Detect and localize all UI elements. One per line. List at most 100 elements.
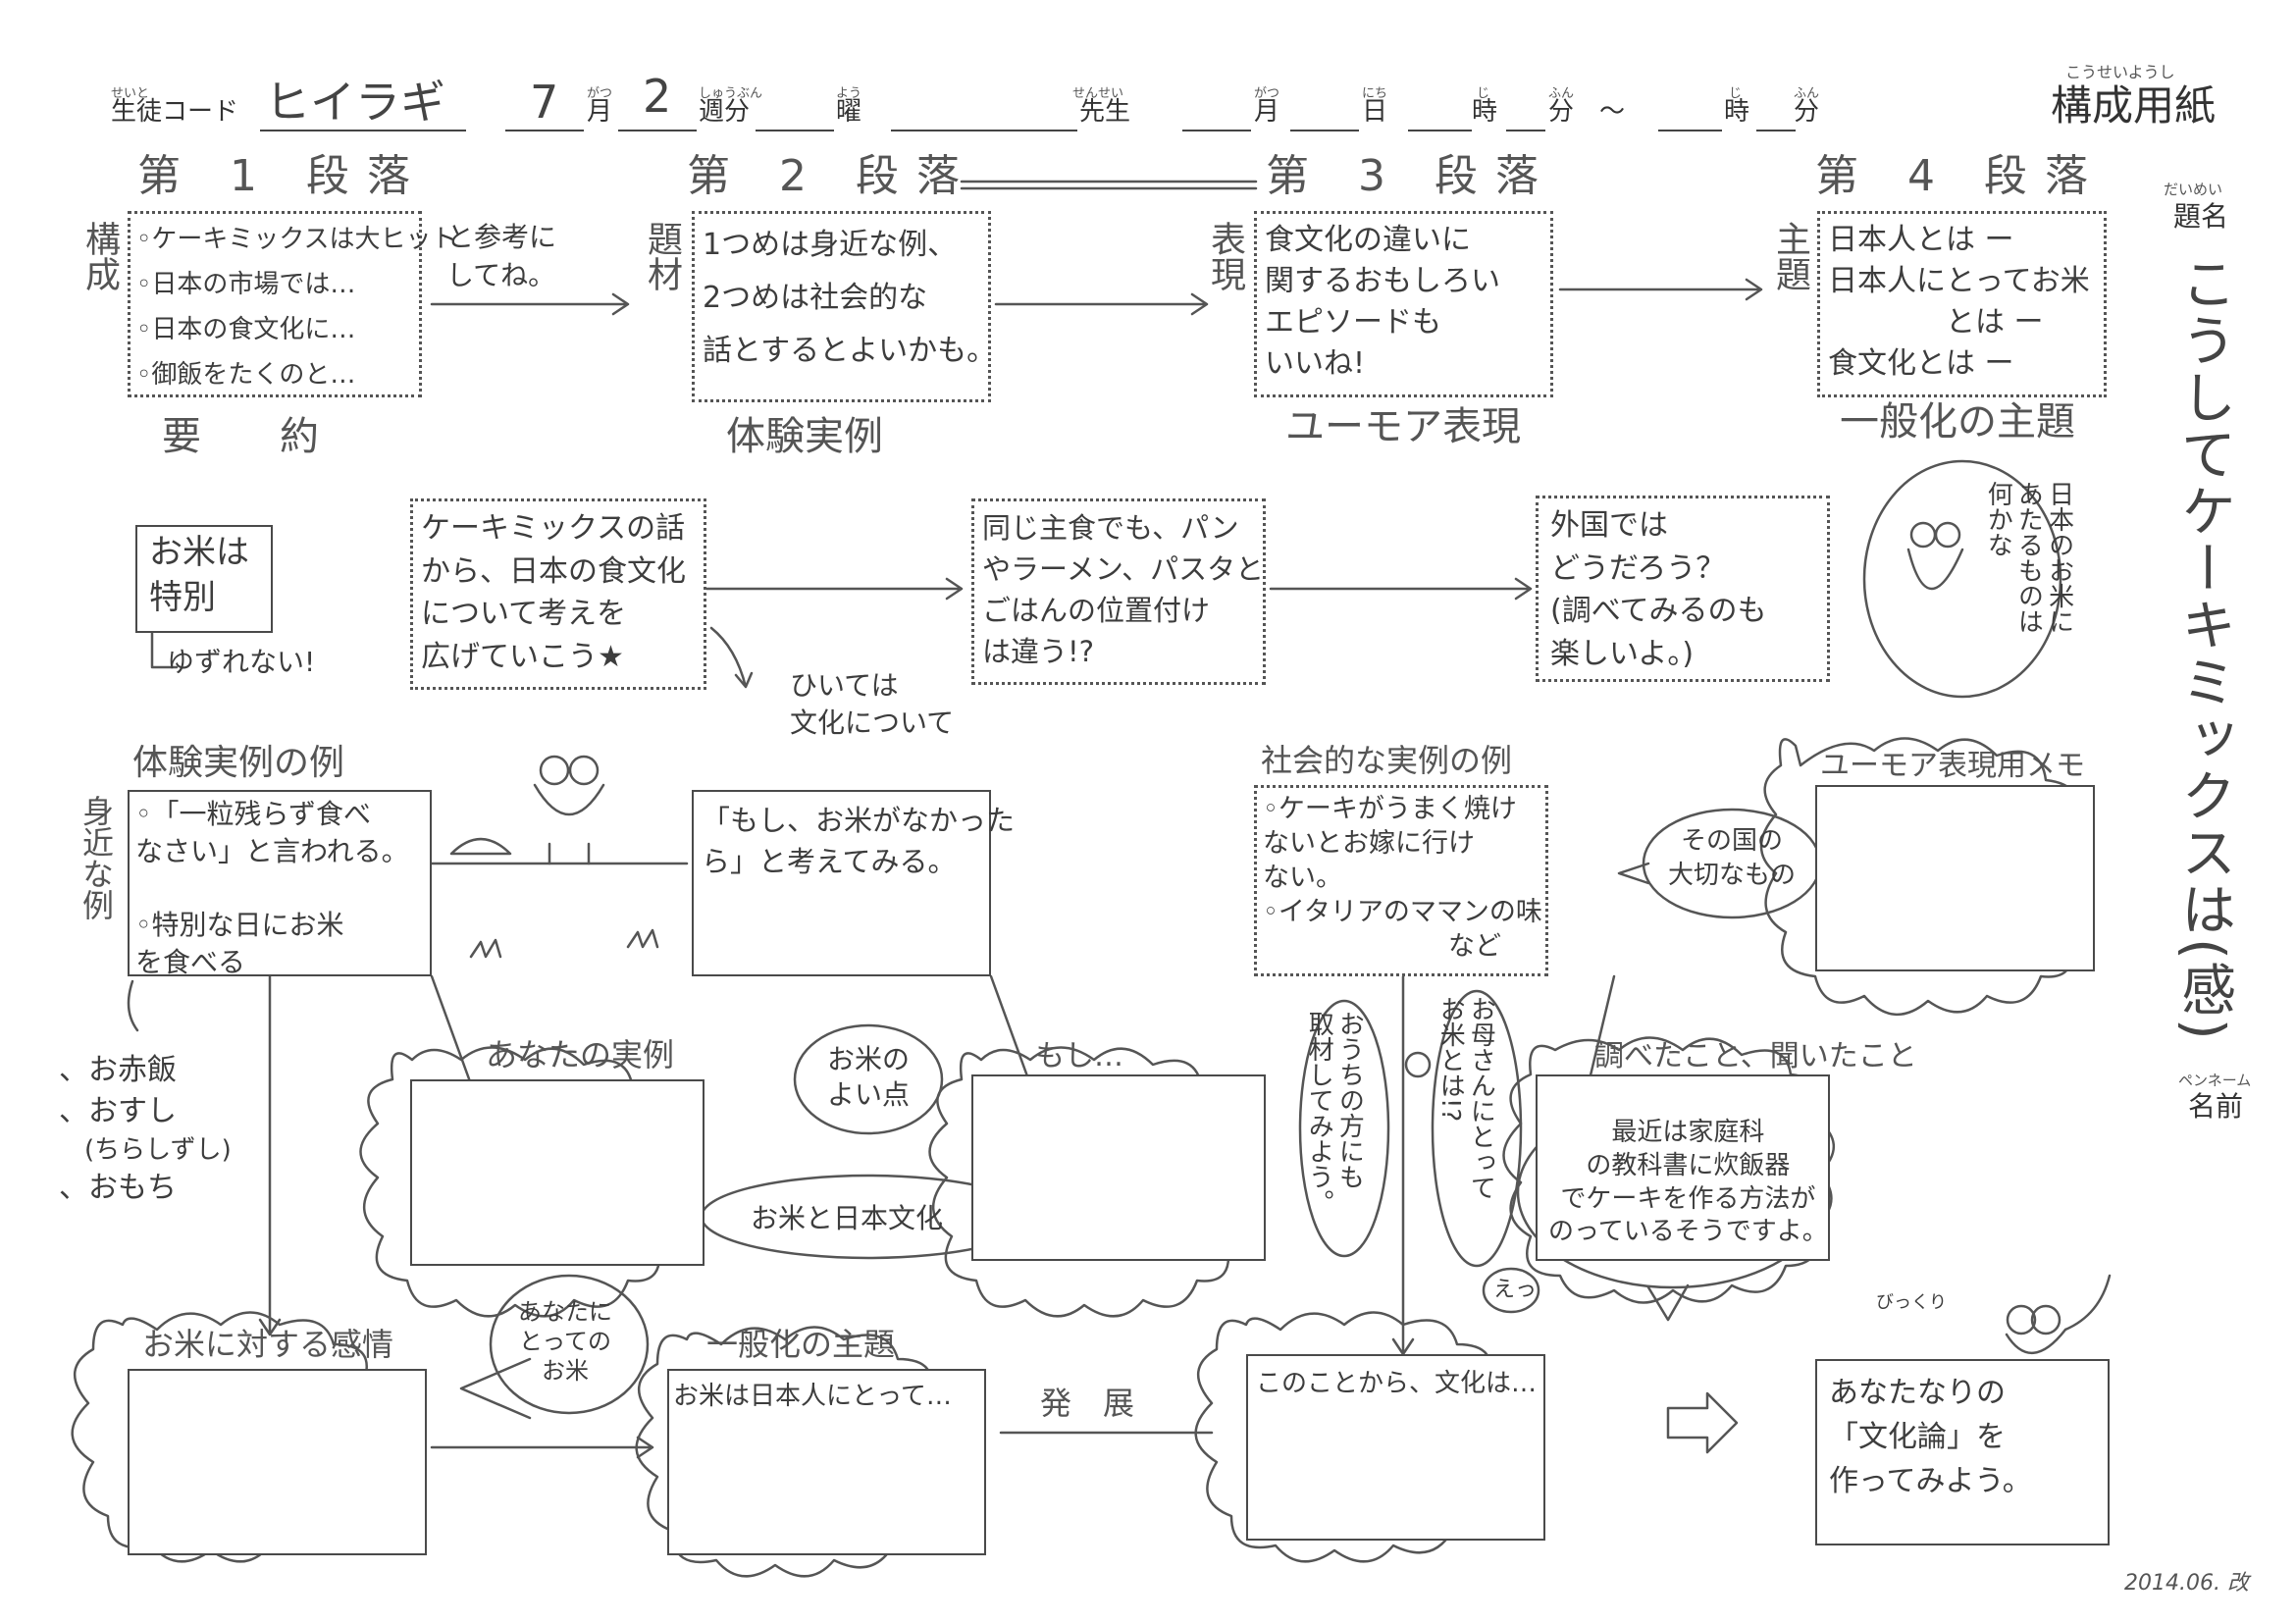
paragraph-2-line-1: 1つめは身近な例、 <box>703 228 958 262</box>
paragraph-2-side-label: 題材 <box>642 221 682 291</box>
rice-special-box: お米は 特別 <box>135 525 273 633</box>
date-day-ruby: にち <box>1362 86 1388 101</box>
form-title-ruby: こうせいようし <box>2065 63 2175 81</box>
student-code-value[interactable]: ヒイラギ <box>265 76 445 129</box>
your-example-box[interactable] <box>410 1079 704 1266</box>
date-month-label: 月 <box>1254 97 1280 127</box>
humor-memo-title: ユーモア表現用メモ <box>1820 749 2085 783</box>
week-value[interactable]: 2 <box>643 70 672 123</box>
interview-family-bubble: おうちの方にも 取材してみよう。 <box>1304 1011 1365 1215</box>
rice-for-you-bubble: あなたに とっての お米 <box>518 1298 612 1385</box>
your-example-label: あなたの実例 <box>486 1036 675 1073</box>
if-no-rice-text: 「もし、お米がなかった ら」と考えてみる。 <box>702 804 1016 879</box>
teacher-underline <box>891 130 1077 131</box>
paragraph-3-line-4: いいね! <box>1265 346 1366 381</box>
student-code-ruby: せいと <box>111 86 150 101</box>
generalized-theme-label: 一般化の主題 <box>706 1326 896 1363</box>
rice-feeling-box[interactable] <box>128 1369 427 1555</box>
paragraph-1-line-4: ◦御飯をたくのと… <box>136 360 356 390</box>
form-title: 構成用紙 <box>2051 81 2217 130</box>
end-hour-underline <box>1658 130 1722 131</box>
staple-food-text: 同じ主食でも、パン やラーメン、パスタと ごはんの位置付け は違う!? <box>982 511 1265 669</box>
surprise-note: びっくり <box>1876 1292 1947 1313</box>
paragraph-1-caption: 要 約 <box>162 414 319 459</box>
if-box[interactable] <box>971 1074 1266 1261</box>
abroad-box[interactable]: 外国では どうだろう？ (調べてみるのも 楽しいよ。) <box>1536 496 1830 682</box>
generalized-theme-text: お米は日本人にとって… <box>673 1382 952 1411</box>
humor-memo-box[interactable] <box>1815 785 2095 971</box>
paragraph-3-title: 第 3 段落 <box>1266 151 1556 201</box>
staple-food-box[interactable]: 同じ主食でも、パン やラーメン、パスタと ごはんの位置付け は違う!? <box>971 498 1266 685</box>
end-min-label: 分 <box>1794 97 1820 127</box>
title-ruby: だいめい <box>2164 181 2223 198</box>
start-hour-ruby: じ <box>1477 86 1490 101</box>
start-min-underline <box>1506 130 1545 131</box>
paragraph-1-side-label: 構成 <box>79 221 120 291</box>
week-ruby: しゅうぶん <box>699 86 763 101</box>
end-min-underline <box>1756 130 1796 131</box>
paragraph-1-line-2: ◦日本の市場では… <box>136 270 356 299</box>
culture-theory-text: あなたなりの 「文化論」を 作ってみよう。 <box>1829 1376 2032 1498</box>
paragraph-3-line-3: エピソードも <box>1265 305 1441 340</box>
experience-side-label: 身近な例 <box>78 795 115 920</box>
paragraph-3-side-label: 表現 <box>1205 221 1245 291</box>
culture-theory-box[interactable]: あなたなりの 「文化論」を 作ってみよう。 <box>1815 1359 2110 1545</box>
paragraph-4-title: 第 4 段落 <box>1815 151 2106 201</box>
frog-question-bubble: 日本のお米に あたるものは 何かな <box>1983 481 2074 634</box>
title-label: 題名 <box>2173 200 2229 233</box>
date-day-underline <box>1290 130 1359 131</box>
paragraph-2-title: 第 2 段落 <box>687 151 977 201</box>
end-hour-label: 時 <box>1724 97 1750 127</box>
paragraph-3-box[interactable]: 食文化の違いに 関するおもしろい エピソードも いいね! <box>1254 211 1553 397</box>
paragraph-2-box[interactable]: 1つめは身近な例、 2つめは社会的な 話とするとよいかも。 <box>692 211 996 402</box>
paragraph-1-line-1: ◦ケーキミックスは大ヒット <box>136 225 457 254</box>
month-value[interactable]: 7 <box>530 76 559 129</box>
day-ruby: よう <box>836 86 862 101</box>
week-underline <box>618 130 697 131</box>
essay-title[interactable]: こうしてケーキミックスは(感) <box>2171 255 2236 1042</box>
culture-conclusion-box[interactable]: このことから、文化は… <box>1246 1354 1545 1541</box>
culture-conclusion-text: このことから、文化は… <box>1256 1369 1538 1398</box>
special-food-item: 、おすし <box>59 1094 177 1128</box>
paragraph-3-line-2: 関するおもしろい <box>1265 264 1500 298</box>
month-ruby: がつ <box>587 86 613 101</box>
date-month-underline <box>1182 130 1251 131</box>
rice-japanese-culture-bubble: お米と日本文化 <box>751 1202 944 1234</box>
social-examples-title: 社会的な実例の例 <box>1261 742 1513 779</box>
if-no-rice-box[interactable]: 「もし、お米がなかった ら」と考えてみる。 <box>692 790 1015 976</box>
paragraph-4-box[interactable]: 日本人とは ー 日本人にとってお米 とは ー 食文化とは ー <box>1817 211 2107 397</box>
paragraph-3-caption: ユーモア表現 <box>1285 404 1521 449</box>
rice-special-text: お米は 特別 <box>149 533 249 617</box>
rice-feeling-label: お米に対する感情 <box>142 1326 394 1363</box>
paragraph-2-caption: 体験実例 <box>726 414 883 459</box>
start-hour-underline <box>1408 130 1472 131</box>
date-day-label: 日 <box>1362 97 1388 127</box>
cake-mix-story-box[interactable]: ケーキミックスの話 から、日本の食文化 について考えを 広げていこう★ <box>410 498 706 690</box>
paragraph-2-line-2: 2つめは社会的な <box>703 281 928 315</box>
day-underline <box>756 130 834 131</box>
cake-mix-story-text: ケーキミックスの話 から、日本の食文化 について考えを 広げていこう★ <box>421 511 686 674</box>
paragraph-4-line-4: 食文化とは ー <box>1828 346 2014 381</box>
paragraph-2-line-3: 話とするとよいかも。 <box>703 334 997 368</box>
experience-examples-box[interactable]: ◦「一粒残らず食べ なさい」と言われる。 ◦特別な日にお米 を食べる <box>128 790 432 978</box>
experience-examples-title: 体験実例の例 <box>132 743 345 783</box>
reference-note: と参考に してね。 <box>446 221 557 292</box>
mother-rice-bubble: お母さんにとって お米とは!? <box>1435 996 1496 1200</box>
special-foods-list: 、お赤飯 、おすし (ちらしずし) 、おもち <box>59 1050 232 1209</box>
social-examples-box[interactable]: ◦ケーキがうまく焼け ないとお嫁に行け ない。 ◦イタリアのママンの味 など <box>1254 785 1548 976</box>
student-code-label: 生徒コード <box>111 97 239 127</box>
start-min-label: 分 <box>1548 97 1575 127</box>
special-food-item: 、おもち <box>59 1171 177 1206</box>
paragraph-1-box[interactable]: ◦ケーキミックスは大ヒット ◦日本の市場では… ◦日本の食文化に… ◦御飯をたく… <box>128 211 457 397</box>
teacher-ruby: せんせい <box>1072 86 1124 101</box>
penname-ruby: ペンネーム <box>2178 1072 2252 1089</box>
generalized-theme-box[interactable]: お米は日本人にとって… <box>667 1369 986 1555</box>
month-underline <box>505 130 584 131</box>
paragraph-1-line-3: ◦日本の食文化に… <box>136 315 356 344</box>
time-tilde: ～ <box>1599 97 1626 127</box>
abroad-text: 外国では どうだろう？ (調べてみるのも 楽しいよ。) <box>1550 508 1767 671</box>
research-box[interactable] <box>1536 1074 1830 1261</box>
unwavering-note: ゆずれない! <box>167 646 316 678</box>
rice-good-points-bubble: お米の よい点 <box>827 1043 911 1112</box>
